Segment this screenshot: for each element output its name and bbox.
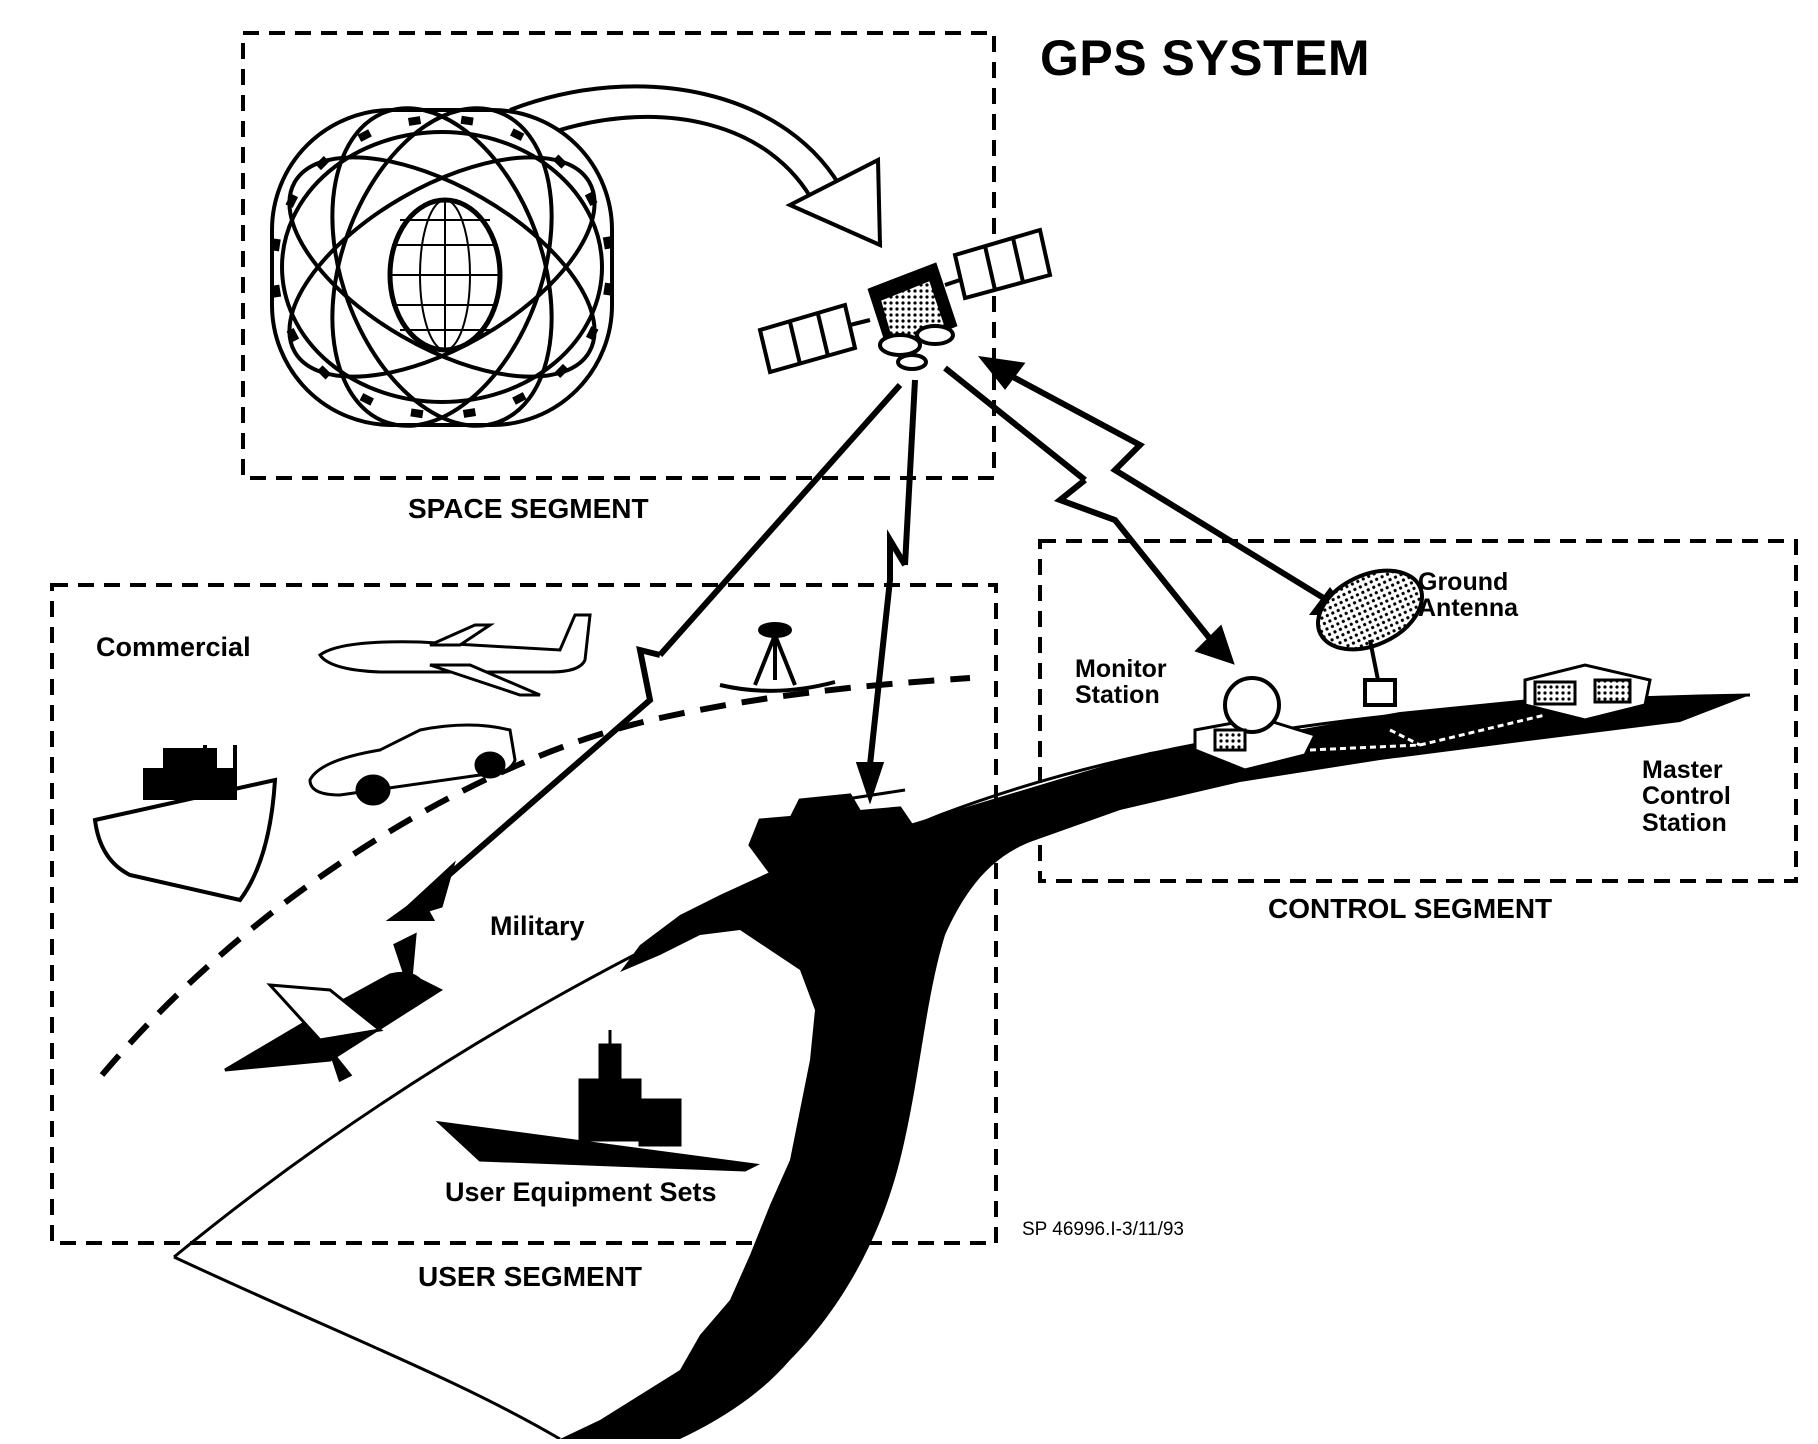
orbit-satellite-icon <box>315 156 330 171</box>
orbit-satellite-icon <box>510 128 525 141</box>
orbit-satellite-icon <box>359 393 374 406</box>
control-segment-label: CONTROL SEGMENT <box>1268 893 1553 924</box>
military-vehicle-icon <box>748 788 917 874</box>
gps-satellite-icon <box>757 227 1053 375</box>
warship-icon <box>435 1030 761 1172</box>
orbit-satellite-icon <box>271 238 281 252</box>
ground-antenna-label: Ground Antenna <box>1418 569 1518 622</box>
user-equipment-label: User Equipment Sets <box>445 1177 717 1207</box>
orbit-satellite-icon <box>552 154 568 169</box>
orbit-satellite-icon <box>407 116 422 126</box>
orbiting-satellites <box>271 115 613 419</box>
earth-curve <box>173 693 1751 1441</box>
master-control-label-line-1: Master <box>1642 756 1723 784</box>
orbit-satellite-icon <box>357 129 372 142</box>
commercial-label: Commercial <box>96 632 251 662</box>
cargo-ship-icon <box>92 745 278 903</box>
survey-tripod-icon <box>719 622 836 693</box>
space-segment-box <box>241 31 996 480</box>
diagram-title: GPS SYSTEM <box>1040 30 1371 86</box>
master-control-label-line-3: Station <box>1642 808 1727 837</box>
monitor-station-label-line-1: Monitor <box>1075 655 1167 683</box>
orbit-satellite-icon <box>462 408 477 418</box>
monitor-station-label-line-2: Station <box>1075 681 1160 710</box>
master-control-station-icon <box>1309 663 1652 752</box>
fighter-jet-icon <box>224 932 444 1083</box>
zoom-curved-arrow <box>509 84 883 249</box>
ground-antenna-label-line-2: Antenna <box>1418 594 1518 623</box>
orbit-satellite-icon <box>554 363 569 378</box>
orbit-satellite-icon <box>286 327 300 343</box>
car-icon <box>308 723 517 806</box>
orbit-satellite-icon <box>271 284 282 298</box>
airliner-icon <box>317 613 592 697</box>
space-segment-label: SPACE SEGMENT <box>408 493 649 524</box>
master-control-station-label: Master Control Station <box>1642 757 1731 836</box>
monitor-station-icon <box>1193 676 1318 772</box>
atmosphere-dashed-arc <box>99 675 971 1077</box>
globe-icon <box>387 197 503 353</box>
user-segment-label: USER SEGMENT <box>418 1261 643 1292</box>
satellite-constellation <box>270 106 614 428</box>
military-label: Military <box>490 911 585 941</box>
orbit-satellite-icon <box>603 282 613 296</box>
ground-antenna-icon <box>1316 568 1424 707</box>
orbit-satellite-icon <box>285 193 299 208</box>
user-segment-box <box>50 583 998 1245</box>
master-control-label-line-2: Control <box>1642 782 1731 811</box>
orbit-satellite-icon <box>460 115 474 126</box>
orbit-satellite-icon <box>316 365 332 380</box>
document-id: SP 46996.I-3/11/93 <box>1022 1219 1184 1240</box>
orbit-satellite-icon <box>585 326 599 341</box>
orbit-satellite-icon <box>584 191 598 207</box>
orbit-satellite-icon <box>410 408 424 419</box>
orbit-satellite-icon <box>602 236 613 250</box>
ground-antenna-label-line-1: Ground <box>1418 568 1509 596</box>
monitor-station-label: Monitor Station <box>1075 656 1167 709</box>
control-segment-box <box>1038 539 1798 883</box>
orbit-satellite-icon <box>512 392 527 405</box>
